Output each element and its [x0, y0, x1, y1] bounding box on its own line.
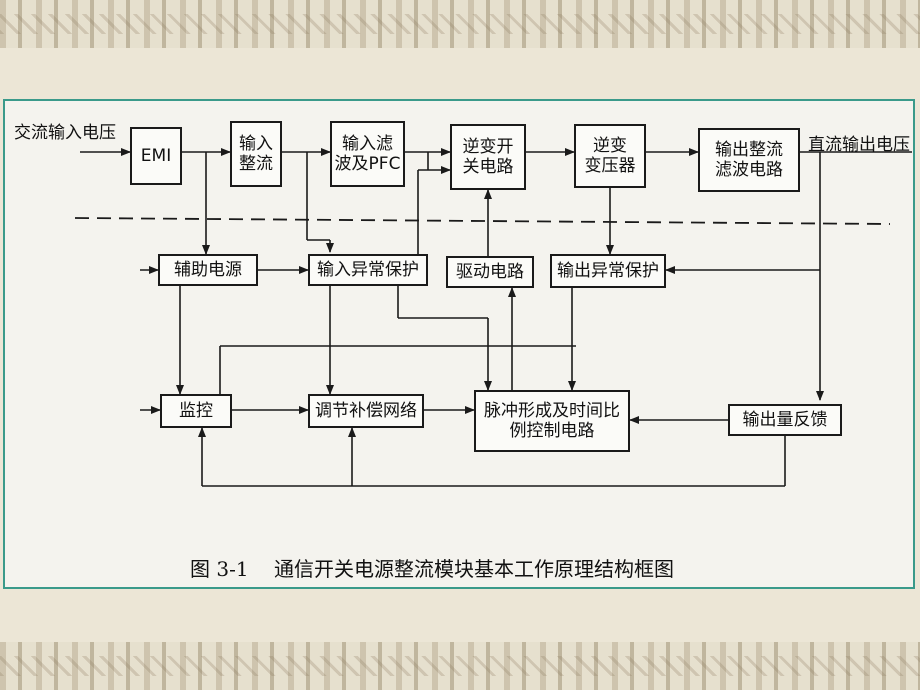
decorative-bottom-band — [0, 642, 920, 690]
pwm-timing-control-label: 脉冲形成及时间比 例控制电路 — [484, 401, 620, 441]
emi-label: EMI — [140, 146, 172, 166]
monitor-label: 监控 — [179, 401, 213, 421]
dc-output-voltage-label: 直流输出电压 — [808, 135, 910, 155]
drive-circuit-label: 驱动电路 — [456, 262, 524, 282]
drive-circuit-block: 驱动电路 — [446, 256, 534, 288]
output-feedback-label: 输出量反馈 — [742, 410, 828, 430]
pwm-timing-control-block: 脉冲形成及时间比 例控制电路 — [474, 390, 630, 452]
input-fault-protection-block: 输入异常保护 — [308, 254, 428, 286]
output-rectifier-filter-label: 输出整流 滤波电路 — [715, 140, 783, 180]
auxiliary-power-block: 辅助电源 — [158, 254, 258, 286]
inverter-transformer-block: 逆变 变压器 — [574, 124, 646, 188]
output-fault-protection-block: 输出异常保护 — [550, 254, 666, 288]
monitor-block: 监控 — [160, 394, 232, 428]
input-filter-pfc-label: 输入滤 波及PFC — [334, 134, 401, 174]
inverter-transformer-label: 逆变 变压器 — [584, 136, 636, 176]
inverter-switch-block: 逆变开 关电路 — [450, 124, 526, 190]
decorative-top-band — [0, 0, 920, 48]
inverter-switch-label: 逆变开 关电路 — [462, 137, 514, 177]
input-filter-pfc-block: 输入滤 波及PFC — [330, 121, 405, 187]
output-rectifier-filter-block: 输出整流 滤波电路 — [698, 128, 800, 192]
regulation-compensation-block: 调节补偿网络 — [308, 394, 424, 428]
output-fault-protection-label: 输出异常保护 — [557, 261, 659, 281]
output-feedback-block: 输出量反馈 — [728, 404, 842, 436]
auxiliary-power-label: 辅助电源 — [174, 260, 242, 280]
isolation-dashed-line — [74, 217, 891, 225]
emi-block: EMI — [130, 127, 182, 185]
input-rectifier-label: 输入 整流 — [239, 134, 273, 174]
input-rectifier-block: 输入 整流 — [230, 121, 282, 187]
ac-input-voltage-label: 交流输入电压 — [14, 123, 116, 143]
regulation-compensation-label: 调节补偿网络 — [315, 401, 417, 421]
figure-caption: 图 3-1 通信开关电源整流模块基本工作原理结构框图 — [190, 557, 674, 581]
input-fault-protection-label: 输入异常保护 — [317, 260, 419, 280]
